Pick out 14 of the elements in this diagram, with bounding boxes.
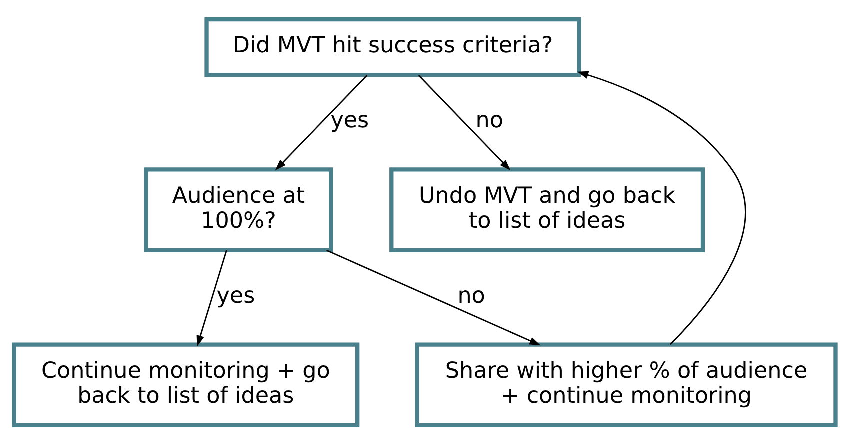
- edge-label: no: [458, 282, 486, 309]
- arrow: [418, 75, 511, 171]
- edge-label: yes: [330, 108, 370, 134]
- edge-label: yes: [216, 282, 256, 309]
- node-box: Audience at 100%?: [144, 168, 334, 252]
- node-box: Undo MVT and go back to list of ideas: [390, 168, 706, 252]
- node-box: Did MVT hit success criteria?: [204, 17, 582, 78]
- edge-label: no: [476, 108, 504, 134]
- arrow: [275, 75, 368, 171]
- arrow: [326, 250, 541, 346]
- node-box: Share with higher % of audience + continue monitoring: [415, 342, 838, 428]
- arrow: [577, 71, 746, 346]
- node-box: Continue monitoring + go back to list of ideas: [12, 342, 360, 428]
- arrow: [196, 250, 228, 347]
